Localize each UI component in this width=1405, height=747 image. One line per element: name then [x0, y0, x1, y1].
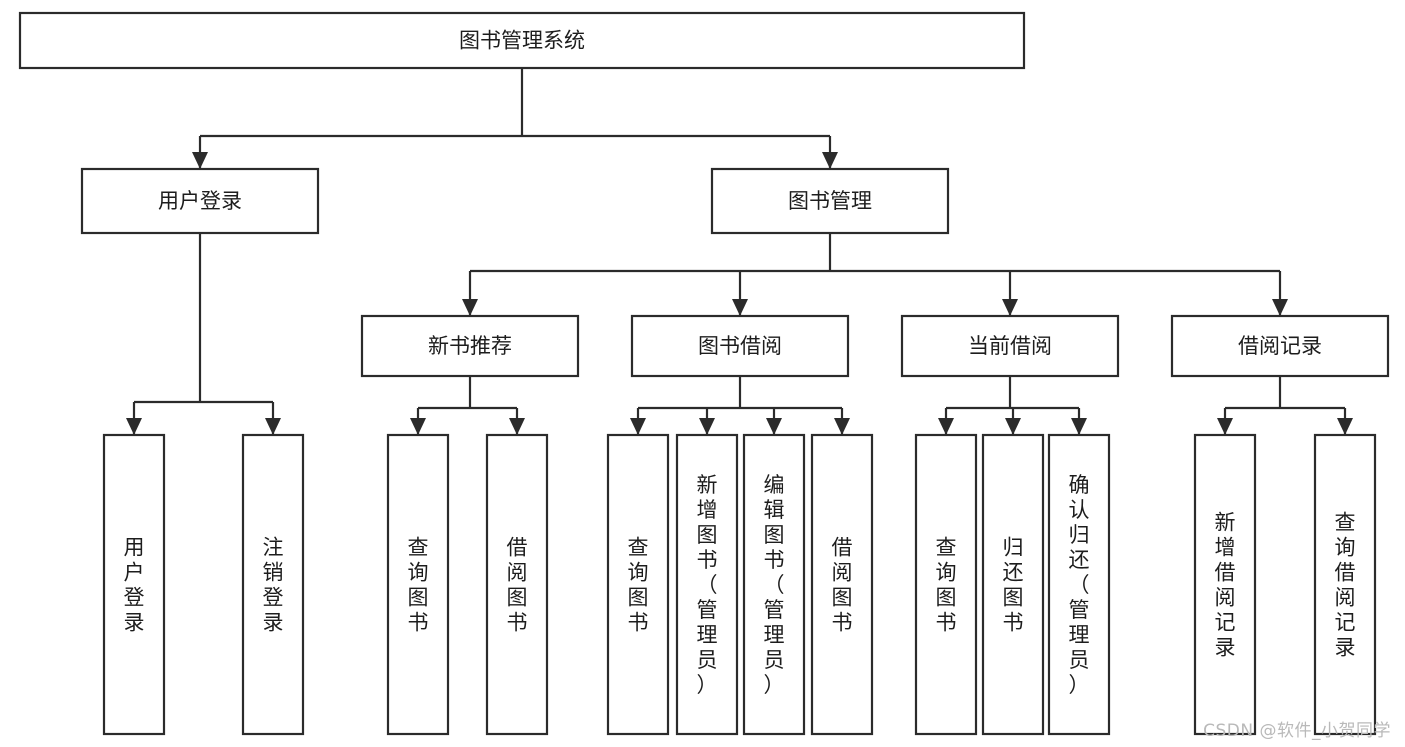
node-new-book-recommend-box	[360, 314, 580, 378]
node-leaf-logout-login-label: 注销登录	[263, 536, 284, 635]
node-borrow-record-label: 借阅记录	[1238, 334, 1322, 358]
node-leaf-borrow-book-recommend-label: 借阅图书	[507, 536, 528, 635]
node-leaf-return-book[interactable]: 归还图书	[981, 433, 1045, 736]
node-leaf-query-book-borrow-box	[606, 433, 670, 736]
book-borrow-to-leaf-arrow-3	[834, 418, 850, 435]
node-root-node-label: 图书管理系统	[459, 29, 585, 53]
node-book-borrow-box	[630, 314, 850, 378]
node-root-node-box	[18, 11, 1026, 70]
node-leaf-borrow-book[interactable]: 借阅图书	[810, 433, 874, 736]
node-leaf-add-borrow-record-box	[1193, 433, 1257, 736]
node-leaf-logout-login-box	[241, 433, 305, 736]
node-leaf-confirm-return-admin[interactable]: 确认归还（管理员）	[1047, 433, 1111, 736]
node-book-manage-box	[710, 167, 950, 235]
node-leaf-query-book-current-label: 查询图书	[936, 536, 957, 635]
node-book-borrow[interactable]: 图书借阅	[630, 314, 850, 378]
node-leaf-query-book-recommend-box	[386, 433, 450, 736]
bookmanage-to-l3-arrow-0	[462, 299, 478, 316]
node-leaf-return-book-box	[981, 433, 1045, 736]
bookmanage-to-l3-arrow-1	[732, 299, 748, 316]
node-leaf-query-book-current[interactable]: 查询图书	[914, 433, 978, 736]
node-current-borrow[interactable]: 当前借阅	[900, 314, 1120, 378]
node-leaf-edit-book-admin[interactable]: 编辑图书（管理员）	[742, 433, 806, 736]
node-leaf-return-book-label: 归还图书	[1003, 536, 1024, 635]
book-borrow-to-leaf-arrow-0	[630, 418, 646, 435]
node-leaf-add-borrow-record-label: 新增借阅记录	[1215, 511, 1236, 660]
current-borrow-to-leaf-arrow-0	[938, 418, 954, 435]
node-leaf-borrow-book-recommend-box	[485, 433, 549, 736]
book-borrow-to-leaf-arrow-2	[766, 418, 782, 435]
node-book-manage-label: 图书管理	[788, 189, 872, 213]
node-borrow-record-box	[1170, 314, 1390, 378]
node-new-book-recommend-label: 新书推荐	[428, 334, 512, 358]
bookmanage-to-l3-arrow-2	[1002, 299, 1018, 316]
bookmanage-to-l3-arrow-3	[1272, 299, 1288, 316]
node-leaf-add-book-admin-label: 新增图书（管理员）	[697, 473, 718, 697]
node-book-borrow-label: 图书借阅	[698, 334, 782, 358]
node-user-login[interactable]: 用户登录	[80, 167, 320, 235]
node-leaf-query-book-borrow[interactable]: 查询图书	[606, 433, 670, 736]
new-book-recommend-to-leaf-arrow-1	[509, 418, 525, 435]
node-leaf-query-book-borrow-label: 查询图书	[628, 536, 649, 635]
root-to-l2-arrow-1	[822, 152, 838, 169]
node-leaf-add-book-admin-box	[675, 433, 739, 736]
node-user-login-box	[80, 167, 320, 235]
csdn-watermark: CSDN @软件_小贺同学	[1203, 721, 1391, 741]
node-leaf-borrow-book-label: 借阅图书	[832, 536, 853, 635]
node-leaf-edit-book-admin-label: 编辑图书（管理员）	[764, 473, 785, 697]
node-root-node[interactable]: 图书管理系统	[18, 11, 1026, 70]
node-leaf-user-login-label: 用户登录	[124, 536, 145, 635]
node-leaf-confirm-return-admin-label: 确认归还（管理员）	[1069, 473, 1090, 697]
node-leaf-query-borrow-record-label: 查询借阅记录	[1335, 511, 1356, 660]
borrow-record-to-leaf-arrow-0	[1217, 418, 1233, 435]
node-leaf-edit-book-admin-box	[742, 433, 806, 736]
node-user-login-label: 用户登录	[158, 189, 242, 213]
node-leaf-add-book-admin[interactable]: 新增图书（管理员）	[675, 433, 739, 736]
node-leaf-borrow-book-box	[810, 433, 874, 736]
borrow-record-to-leaf-arrow-1	[1337, 418, 1353, 435]
node-leaf-confirm-return-admin-box	[1047, 433, 1111, 736]
node-leaf-query-book-recommend-label: 查询图书	[408, 536, 429, 635]
new-book-recommend-to-leaf-arrow-0	[410, 418, 426, 435]
node-leaf-add-borrow-record[interactable]: 新增借阅记录	[1193, 433, 1257, 736]
book-borrow-to-leaf-arrow-1	[699, 418, 715, 435]
node-current-borrow-box	[900, 314, 1120, 378]
current-borrow-to-leaf-arrow-1	[1005, 418, 1021, 435]
node-borrow-record[interactable]: 借阅记录	[1170, 314, 1390, 378]
node-leaf-logout-login[interactable]: 注销登录	[241, 433, 305, 736]
user-login-to-leaf-arrow-0	[126, 418, 142, 435]
node-layer: 图书管理系统用户登录图书管理新书推荐图书借阅当前借阅借阅记录用户登录注销登录查询…	[18, 11, 1390, 736]
node-new-book-recommend[interactable]: 新书推荐	[360, 314, 580, 378]
current-borrow-to-leaf-arrow-2	[1071, 418, 1087, 435]
node-leaf-user-login[interactable]: 用户登录	[102, 433, 166, 736]
user-login-to-leaf-arrow-1	[265, 418, 281, 435]
connector-layer	[126, 68, 1353, 435]
node-leaf-query-book-recommend[interactable]: 查询图书	[386, 433, 450, 736]
node-leaf-user-login-box	[102, 433, 166, 736]
node-current-borrow-label: 当前借阅	[968, 334, 1052, 358]
node-leaf-borrow-book-recommend[interactable]: 借阅图书	[485, 433, 549, 736]
root-to-l2-arrow-0	[192, 152, 208, 169]
node-book-manage[interactable]: 图书管理	[710, 167, 950, 235]
node-leaf-query-borrow-record[interactable]: 查询借阅记录	[1313, 433, 1377, 736]
node-leaf-query-book-current-box	[914, 433, 978, 736]
node-leaf-query-borrow-record-box	[1313, 433, 1377, 736]
